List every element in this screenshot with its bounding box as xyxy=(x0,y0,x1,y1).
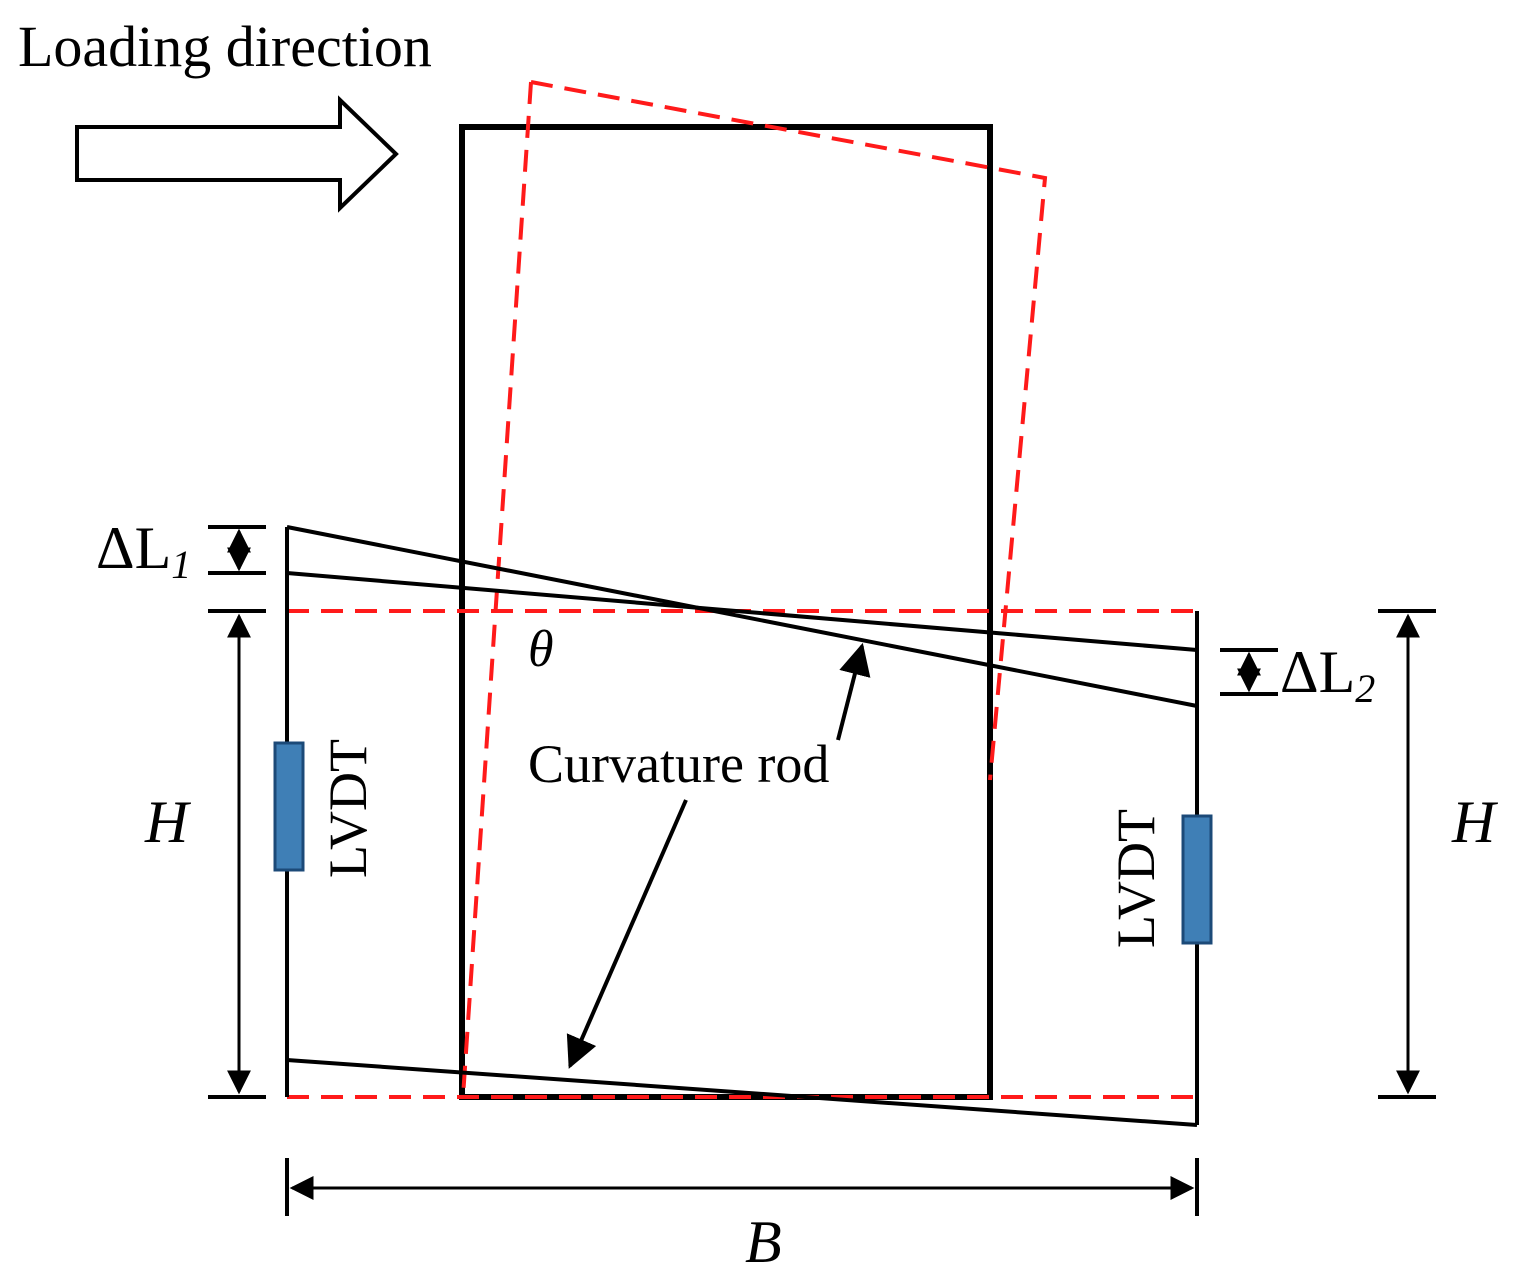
curvature-rod-bottom xyxy=(286,1058,1198,1127)
h-left-label: H xyxy=(144,789,192,855)
curvature-rod-label: Curvature rod xyxy=(528,734,829,794)
curvature-rod-pointer-bottom xyxy=(566,799,688,1069)
b-label: B xyxy=(745,1209,782,1275)
lvdt-right-sensor xyxy=(1181,814,1213,945)
curvature-rod-top-1 xyxy=(286,525,1198,708)
lvdt-left-label: LVDT xyxy=(318,739,378,878)
curvature-rod-pointer-top xyxy=(836,642,871,741)
delta-l2-label: ΔL2 xyxy=(1280,639,1375,711)
theta-label: θ xyxy=(528,621,554,678)
lvdt-right-label: LVDT xyxy=(1106,809,1166,948)
deformed-column-outline xyxy=(530,80,1048,781)
curvature-rod-top-2 xyxy=(286,571,1198,652)
loading-direction-arrow-icon xyxy=(75,95,399,213)
lvdt-left-sensor xyxy=(273,741,305,872)
h-right-label: H xyxy=(1451,789,1499,855)
delta-l1-label: ΔL1 xyxy=(96,515,191,587)
loading-direction-label: Loading direction xyxy=(18,14,432,79)
